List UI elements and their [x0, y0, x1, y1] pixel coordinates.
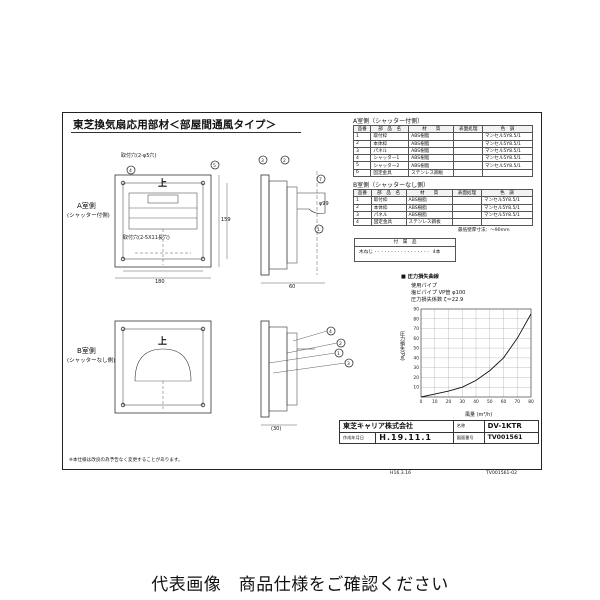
- sheet-code: TV001561-02: [486, 471, 517, 476]
- room-b-label: B室側: [77, 347, 96, 355]
- date-label: 作成年月日: [338, 431, 377, 444]
- y-tick-label: 30: [413, 365, 419, 371]
- accessories-item: 木ねじ ･････････････････ 4本: [359, 250, 441, 255]
- svg-text:2: 2: [339, 341, 342, 347]
- title-block: 東芝キャリア株式会社 名称 DV-1KTR 作成年月日 H.19.11.1 図面…: [338, 420, 540, 444]
- svg-text:4: 4: [329, 329, 332, 335]
- dim-width: 180: [155, 279, 165, 285]
- room-a-sub-label: (シャッター付側): [67, 213, 110, 219]
- y-tick-label: 10: [413, 385, 419, 391]
- mounting-hole2-label: 取付穴(2-5X11長穴): [123, 235, 170, 241]
- y-tick-label: 40: [413, 355, 419, 361]
- chart-xlabel: 風量 (m³/h): [465, 412, 493, 418]
- graph-condition-2: 塩ビパイプ VP管 φ100: [411, 290, 466, 296]
- x-tick-label: 20: [446, 399, 452, 405]
- technical-drawing: 4 5 3 2 7 1 4 2 1 3: [114, 155, 354, 426]
- dim-depth: 60: [289, 284, 296, 290]
- svg-text:7: 7: [319, 177, 322, 183]
- mounting-hole-label: 取付穴(2-φ5穴): [121, 153, 157, 159]
- col-color: 色 調: [482, 124, 533, 134]
- svg-text:3: 3: [261, 158, 264, 164]
- accessories-heading: 付 属 品: [355, 239, 455, 247]
- x-tick-label: 70: [514, 399, 520, 405]
- y-tick-label: 50: [413, 346, 419, 352]
- svg-text:1: 1: [337, 351, 340, 357]
- pressure-loss-curve: [420, 313, 532, 398]
- room-b-front-outline: [114, 320, 212, 414]
- col-surface: 表面処理: [453, 124, 484, 134]
- parts-b-heading: B室側（シャッターなし側）: [353, 182, 430, 189]
- x-tick-label: 80: [528, 399, 534, 405]
- room-a-label: A室側: [77, 202, 96, 210]
- accessory-qty: 4本: [432, 250, 441, 255]
- x-tick-label: 10: [432, 399, 438, 405]
- drawing-sheet: 東芝換気扇応用部材＜部屋間通風タイプ＞: [62, 112, 542, 470]
- company-name: 東芝キャリア株式会社: [339, 420, 454, 433]
- pressure-loss-chart: 0 10 20 30 40 50 60 70 80 10 20 30 40 50 60 70 80 90: [413, 307, 534, 406]
- svg-text:1: 1: [317, 227, 320, 233]
- drawing-number: TV001561: [483, 431, 540, 444]
- x-tick-label: 0: [420, 399, 423, 405]
- dim-b-depth: (30): [271, 426, 282, 432]
- col-material: 材 質: [408, 124, 455, 134]
- y-tick-label: 80: [413, 316, 419, 322]
- graph-heading: ■ 圧力損失曲線: [401, 274, 439, 280]
- x-tick-label: 30: [459, 399, 465, 405]
- col-no: 品番: [352, 124, 372, 134]
- name-label: 名称: [452, 420, 485, 433]
- room-a-front-outline: [114, 174, 212, 268]
- graph-condition-1: 使用パイプ: [411, 283, 437, 289]
- col-name: 部 品 名: [370, 124, 410, 134]
- svg-text:5: 5: [213, 163, 216, 169]
- up-mark-a: 上: [158, 179, 168, 189]
- room-b-side-outline: [260, 320, 270, 418]
- room-b-sub-label: (シャッターなし側): [67, 358, 116, 364]
- revision-date: H16.3.16: [390, 471, 411, 476]
- y-tick-label: 20: [413, 375, 419, 381]
- date-value: H.19.11.1: [375, 431, 454, 444]
- chart-ylabel: 圧力損失(Pa): [399, 331, 405, 361]
- model-number: DV-1KTR: [483, 420, 540, 433]
- sheet-title: 東芝換気扇応用部材＜部屋間通風タイプ＞: [73, 119, 277, 131]
- image-caption: 代表画像 商品仕様をご確認ください: [151, 575, 449, 595]
- up-mark-b: 上: [158, 337, 168, 347]
- parts-a-heading: A室側（シャッター付側）: [353, 118, 424, 125]
- y-tick-label: 60: [413, 336, 419, 342]
- y-tick-label: 70: [413, 326, 419, 332]
- svg-text:2: 2: [283, 158, 286, 164]
- accessories-box: 付 属 品 木ねじ ･････････････････ 4本: [354, 238, 456, 262]
- dim-diameter: φ99: [319, 201, 329, 207]
- footnote: ※本仕様は改良の為予告なく変更することがあります。: [69, 458, 183, 463]
- accessory-name: 木ねじ: [359, 250, 373, 255]
- drawing-no-label: 図面番号: [452, 431, 485, 444]
- graph-condition-3: 圧力損失係数 ζ＝22.9: [411, 297, 464, 303]
- x-tick-label: 50: [487, 399, 493, 405]
- svg-text:4: 4: [129, 168, 132, 174]
- room-a-side-outline: [260, 174, 270, 276]
- svg-text:3: 3: [347, 361, 350, 367]
- x-tick-label: 40: [473, 399, 479, 405]
- wall-thickness-note: 最低壁厚寸法：～90mm: [458, 228, 510, 233]
- dim-height: 159: [221, 217, 231, 223]
- x-tick-label: 60: [501, 399, 507, 405]
- chart-frame: [420, 308, 532, 398]
- y-tick-label: 90: [413, 307, 419, 313]
- title-underline: [71, 132, 301, 133]
